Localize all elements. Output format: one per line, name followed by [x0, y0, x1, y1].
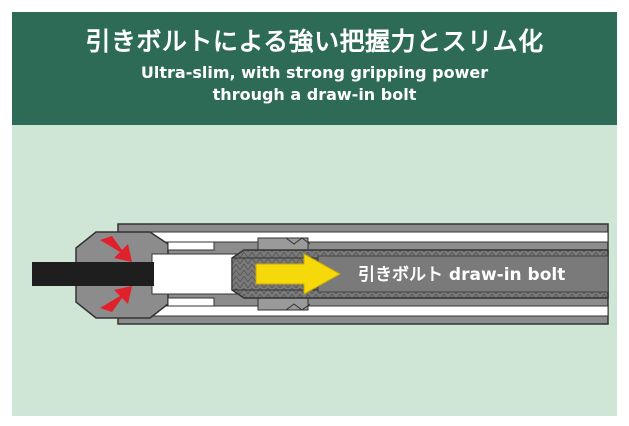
collet-slots: [167, 241, 215, 307]
title-japanese: 引きボルトによる強い把握力とスリム化: [85, 27, 544, 56]
subtitle-line-2: through a draw-in bolt: [212, 85, 417, 104]
clamp-arrow-top-icon: [100, 236, 132, 262]
subtitle-english: Ultra-slim, with strong gripping power t…: [12, 62, 617, 106]
draw-in-bolt-label: 引きボルト draw-in bolt: [358, 265, 565, 285]
pull-arrow-icon: [255, 253, 342, 295]
subtitle-line-1: Ultra-slim, with strong gripping power: [140, 63, 489, 82]
title-banner: 引きボルトによる強い把握力とスリム化 Ultra-slim, with stro…: [12, 12, 617, 125]
graphic-panel: 引きボルトによる強い把握力とスリム化 Ultra-slim, with stro…: [12, 12, 617, 416]
draw-in-bolt: [231, 249, 609, 299]
thread-ring: [257, 237, 311, 311]
collet-bore: [151, 253, 239, 295]
tool-shank: [32, 262, 154, 286]
clamp-arrow-bottom-icon: [100, 286, 132, 312]
